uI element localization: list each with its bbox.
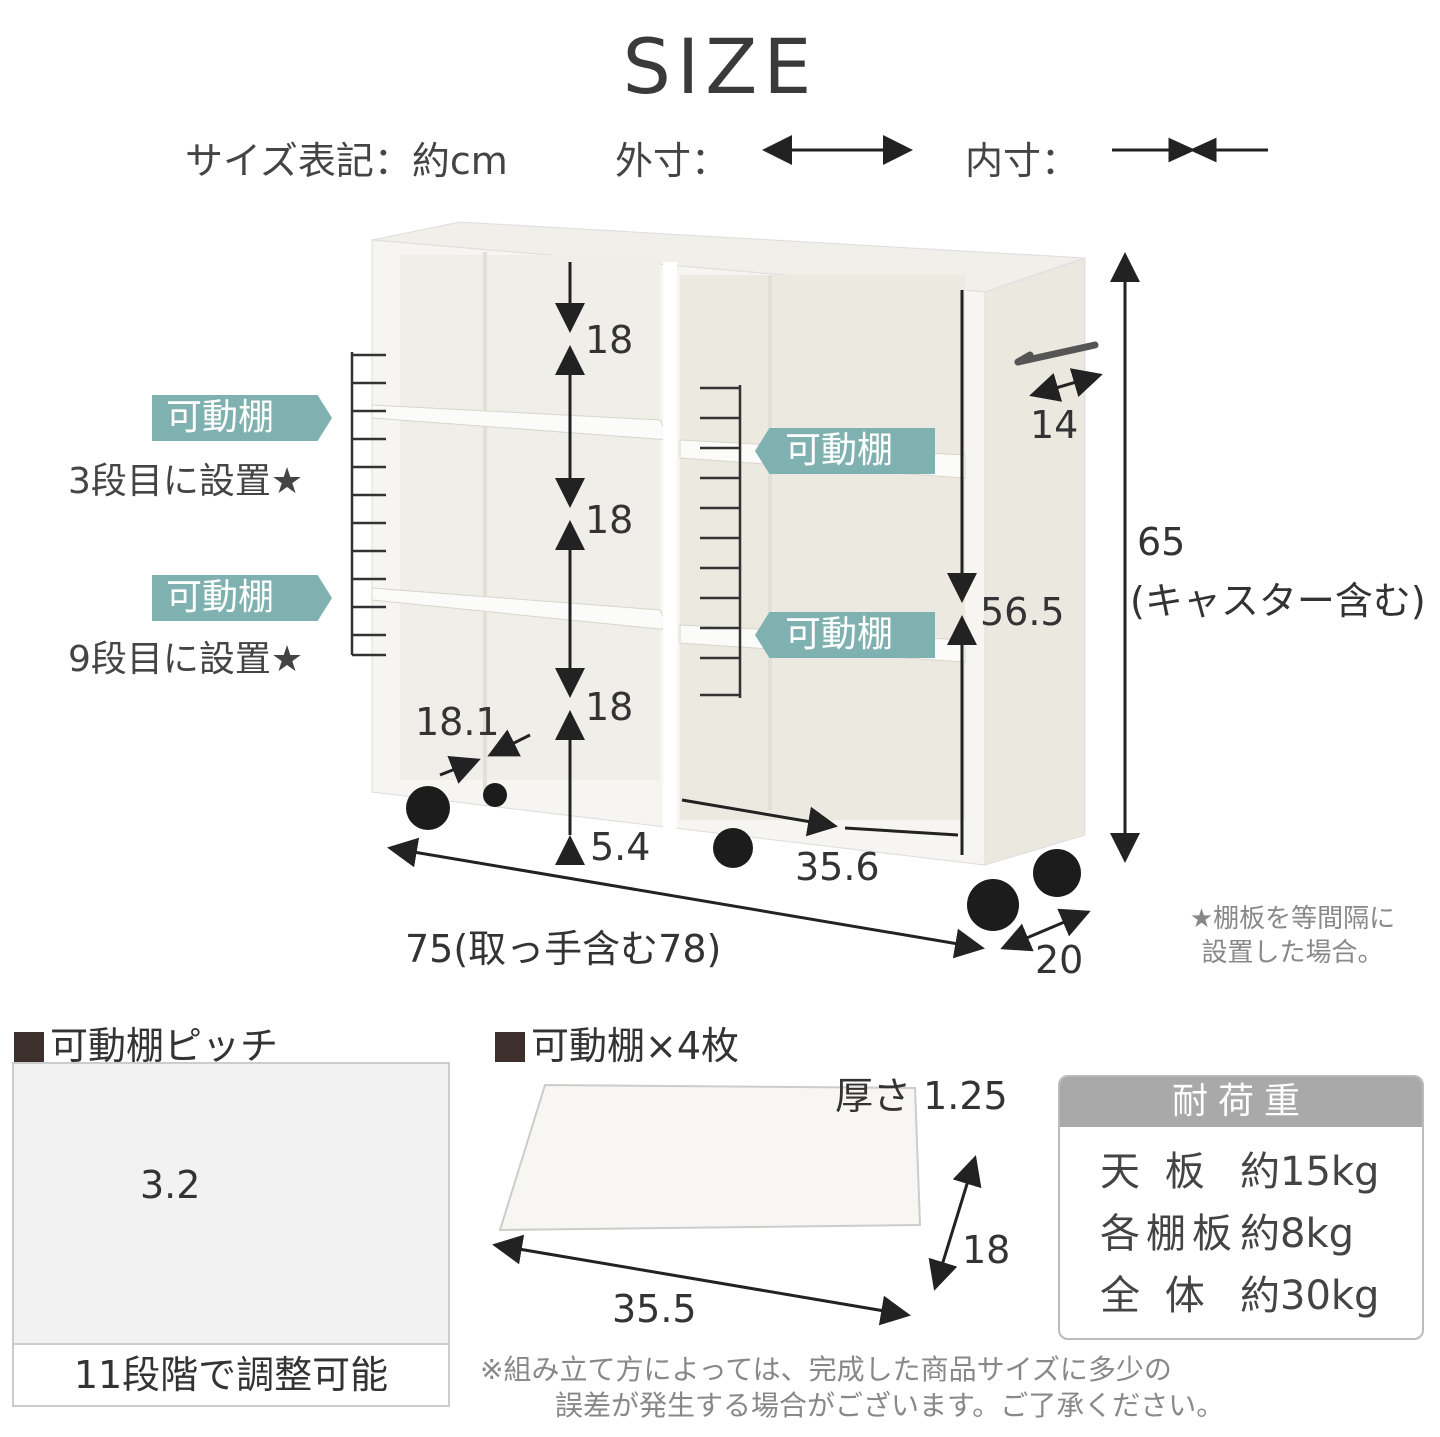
shelf-body <box>371 221 1086 866</box>
load-row: 各棚板約8kg <box>1060 1203 1422 1265</box>
load-heading: 耐荷重 <box>1060 1077 1422 1127</box>
pitch-heading: 可動棚ピッチ <box>14 1015 278 1070</box>
load-label: 各棚板 <box>1100 1211 1238 1257</box>
load-value: 約15kg <box>1240 1149 1380 1195</box>
dim-inner-height: 56.5 <box>980 590 1065 634</box>
dim-depth: 20 <box>1035 938 1084 982</box>
inner-legend: 内寸： <box>965 139 1080 183</box>
outer-legend: 外寸： <box>615 139 730 183</box>
movable-shelf-note: 9段目に設置★ <box>68 639 304 680</box>
movable-shelf-tag: 可動棚 <box>755 428 935 474</box>
movable-shelf-tag: 可動棚 <box>152 575 332 621</box>
dim-shelf-height-3: 18 <box>585 685 634 729</box>
board-heading-text: 可動棚×4枚 <box>531 1024 740 1068</box>
board-depth: 18 <box>962 1228 1011 1272</box>
dim-handle: 14 <box>1030 403 1079 447</box>
star-note: ★棚板を等間隔に 設置した場合。 <box>1160 902 1425 970</box>
dim-inner-width: 35.6 <box>795 845 880 889</box>
load-value: 約8kg <box>1240 1211 1355 1257</box>
inner-arrow-icon <box>1112 137 1268 163</box>
movable-shelf-tag: 可動棚 <box>152 395 332 441</box>
dimension-lines <box>387 252 1140 959</box>
dim-shelf-height-1: 18 <box>585 318 634 362</box>
square-bullet-icon <box>495 1032 525 1062</box>
dim-total-height-note: (キャスター含む) <box>1130 579 1426 623</box>
board-width: 35.5 <box>612 1287 697 1331</box>
shelf-board-illustration <box>492 1083 982 1326</box>
pitch-ladder-left <box>350 352 386 657</box>
pitch-panel: 11段階で調整可能 <box>12 1062 450 1407</box>
board-heading: 可動棚×4枚 <box>495 1015 739 1070</box>
load-value: 約30kg <box>1240 1273 1380 1319</box>
footnote-line: ※組み立て方によっては、完成した商品サイズに多少の <box>480 1353 1172 1386</box>
pitch-caption: 11段階で調整可能 <box>14 1343 448 1405</box>
pitch-heading-text: 可動棚ピッチ <box>50 1024 279 1068</box>
star-note-line: 設置した場合。 <box>1201 938 1384 968</box>
dim-total-height: 65 <box>1137 520 1186 564</box>
page-title: SIZE <box>622 22 818 111</box>
square-bullet-icon <box>14 1032 44 1062</box>
load-row: 天 板約15kg <box>1060 1141 1422 1203</box>
pitch-ladder-right <box>700 385 742 698</box>
load-row: 全 体約30kg <box>1060 1265 1422 1327</box>
movable-shelf-tag: 可動棚 <box>755 612 935 658</box>
handle-icon <box>1014 341 1099 366</box>
load-label: 全 体 <box>1100 1273 1211 1319</box>
dim-shelf-height-2: 18 <box>585 498 634 542</box>
load-capacity-table: 耐荷重 天 板約15kg 各棚板約8kg 全 体約30kg <box>1058 1075 1424 1340</box>
dim-width: 75(取っ手含む78) <box>405 927 722 971</box>
load-label: 天 板 <box>1100 1149 1211 1195</box>
unit-legend: サイズ表記：約cm <box>185 139 508 183</box>
dim-bottom-clearance: 5.4 <box>590 825 651 869</box>
dim-pitch: 3.2 <box>140 1163 201 1207</box>
board-thickness: 厚さ 1.25 <box>835 1074 1008 1118</box>
dim-depth-inner: 18.1 <box>415 700 500 744</box>
footnote: ※組み立て方によっては、完成した商品サイズに多少の 誤差が発生する場合がございま… <box>0 1352 1440 1424</box>
star-note-line: ★棚板を等間隔に <box>1189 904 1396 934</box>
movable-shelf-note: 3段目に設置★ <box>68 461 304 502</box>
footnote-line: 誤差が発生する場合がございます。ご了承ください。 <box>555 1389 1225 1422</box>
